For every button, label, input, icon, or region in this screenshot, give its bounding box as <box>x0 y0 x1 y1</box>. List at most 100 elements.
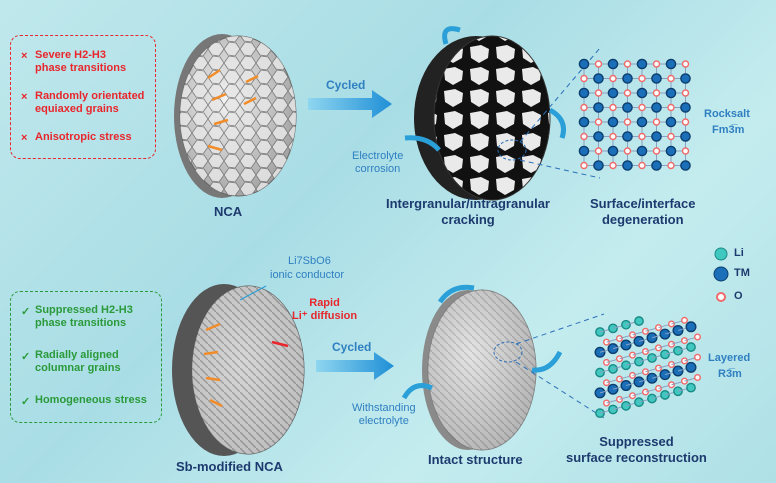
benefit-item-2: Radially aligned columnar grains <box>35 349 121 374</box>
issue-mark-2: × <box>21 91 28 103</box>
o-atom <box>609 132 617 141</box>
tm-atom <box>680 102 691 113</box>
o-atom <box>668 340 676 348</box>
tm-atom <box>607 58 619 70</box>
o-atom <box>681 118 690 126</box>
issue-item-1: Severe H2-H3 phase transitions <box>35 49 127 74</box>
corrosion-arrow-1 <box>442 26 461 45</box>
tm-atom <box>651 73 662 84</box>
benefit-item-3: Homogeneous stress <box>35 394 147 406</box>
tm-atom <box>622 160 633 171</box>
corrosion-arrow-3 <box>548 107 566 139</box>
tm-atom <box>665 116 677 128</box>
o-atom <box>668 381 676 389</box>
o-atom <box>681 147 690 155</box>
o-atom <box>603 358 611 366</box>
o-atom <box>694 333 702 341</box>
tm-atom <box>636 87 648 99</box>
tm-atom <box>633 376 645 388</box>
rocksalt-label: Rocksalt <box>704 108 750 120</box>
tm-atom <box>646 372 658 384</box>
o-atom <box>623 89 632 97</box>
o-atom <box>580 132 588 141</box>
tm-atom <box>593 73 604 84</box>
cycled-arrow-top <box>308 90 392 118</box>
cycled-arrow-bottom <box>316 352 394 380</box>
suppressed-recon-label: Suppressed surface reconstruction <box>566 434 707 465</box>
benefit-mark-1: ✓ <box>21 306 31 318</box>
legend-o-atom <box>716 292 726 302</box>
o-atom <box>609 103 617 112</box>
o-atom <box>580 161 588 170</box>
sb-nca-label: Sb-modified NCA <box>176 459 283 474</box>
o-atom <box>638 132 646 141</box>
issue-item-2: Randomly orientated equiaxed grains <box>35 90 145 115</box>
surface-degeneration-label: Surface/interface degeneration <box>590 196 696 227</box>
rapid-diffusion-label: Rapid Li⁺ diffusion <box>292 297 358 322</box>
tm-atom <box>636 116 648 128</box>
tm-atom <box>636 145 648 157</box>
intact-structure-label: Intact structure <box>428 452 523 467</box>
issue-mark-3: × <box>21 132 28 144</box>
o-atom <box>652 60 661 68</box>
o-atom <box>681 337 689 345</box>
tm-atom <box>578 116 590 128</box>
li7sbo6-formula: Li7SbO6 <box>288 255 331 267</box>
tm-atom <box>646 332 658 344</box>
li-atom <box>634 316 644 326</box>
intact-particle <box>401 284 605 451</box>
o-atom <box>594 147 603 155</box>
conductor-pointer <box>239 285 267 301</box>
tm-legend-label: TM <box>734 267 750 279</box>
benefit-mark-3: ✓ <box>21 396 31 408</box>
stress-arrows-bottom <box>203 322 223 408</box>
ionic-conductor-label: ionic conductor <box>270 269 344 281</box>
o-atom <box>655 324 663 332</box>
tm-atom <box>622 102 633 113</box>
electrolyte-arrow-1 <box>437 284 475 304</box>
tm-atom <box>578 87 590 99</box>
issue-item-3: Anisotropic stress <box>35 131 132 143</box>
layered-space-group: R3̅m <box>718 368 742 380</box>
cycled-label-bottom: Cycled <box>332 340 372 354</box>
o-atom <box>580 74 588 83</box>
tm-atom <box>578 58 590 70</box>
nca-label: NCA <box>214 204 243 219</box>
issue-mark-1: × <box>21 50 28 62</box>
o-atom <box>667 132 675 141</box>
o-atom <box>667 103 675 112</box>
o-atom <box>638 103 646 112</box>
tm-atom <box>665 87 677 99</box>
tm-atom <box>593 131 604 142</box>
legend-li-atom <box>714 247 728 261</box>
o-atom <box>580 103 588 112</box>
electrolyte-arrow-2 <box>401 383 434 400</box>
tm-atom <box>651 102 662 113</box>
benefit-item-1: Suppressed H2-H3 phase transitions <box>35 304 133 329</box>
tm-atom <box>659 328 671 340</box>
o-atom <box>642 368 650 376</box>
li-legend-label: Li <box>734 247 744 259</box>
stress-arrows <box>207 68 259 152</box>
o-atom <box>594 60 603 68</box>
o-atom <box>694 353 702 361</box>
o-atom <box>638 74 646 83</box>
sb-nca-particle <box>172 284 305 456</box>
tm-atom <box>607 87 619 99</box>
tm-atom <box>607 145 619 157</box>
legend-tm-atom <box>713 266 729 282</box>
o-atom <box>616 355 624 363</box>
cracking-label: Intergranular/intragranular cracking <box>386 196 550 227</box>
tm-atom <box>665 145 677 157</box>
withstanding-label: Withstanding electrolyte <box>352 402 416 427</box>
o-atom <box>603 399 611 407</box>
o-atom <box>694 374 702 382</box>
layered-label: Layered <box>708 352 751 364</box>
o-atom <box>629 371 637 379</box>
cracked-particle <box>404 26 601 201</box>
electrolyte-arrow-3 <box>531 350 563 373</box>
o-atom <box>652 89 661 97</box>
layered-lattice <box>594 316 702 419</box>
tm-atom <box>680 131 691 142</box>
tm-atom <box>622 131 633 142</box>
